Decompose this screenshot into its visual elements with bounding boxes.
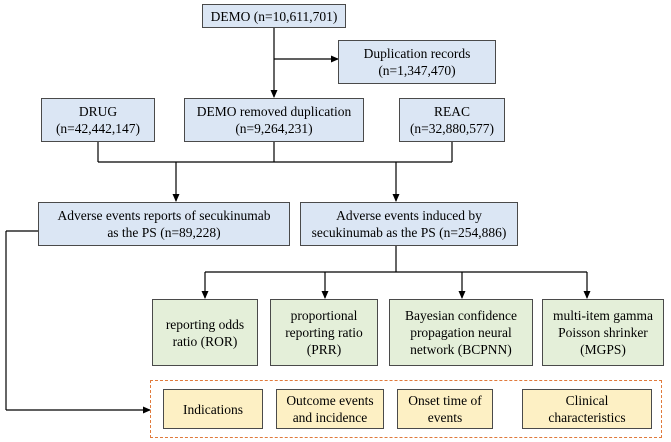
adverse-events-reports-label: Adverse events reports of secukinumab as… — [57, 208, 271, 240]
adverse-events-reports-box: Adverse events reports of secukinumab as… — [38, 202, 290, 246]
outcome-events-box: Outcome events and incidence — [276, 389, 384, 429]
clinical-outcomes-group — [150, 380, 662, 438]
method-ror-label: reporting odds ratio (ROR) — [165, 316, 245, 349]
method-ror-box: reporting odds ratio (ROR) — [152, 299, 258, 366]
indications-label: Indications — [183, 401, 243, 417]
onset-time-label: Onset time of events — [408, 393, 482, 425]
adverse-events-induced-label: Adverse events induced by secukinumab as… — [311, 208, 507, 240]
method-mgps-label: multi-item gamma Poisson shrinker (MGPS) — [552, 308, 654, 357]
drug-box: DRUG (n=42,442,147) — [41, 98, 155, 142]
demo-box: DEMO (n=10,611,701) — [202, 4, 346, 28]
outcome-events-label: Outcome events and incidence — [286, 393, 374, 425]
demo-label: DEMO (n=10,611,701) — [210, 8, 338, 24]
demo-removed-duplication-label: DEMO removed duplication (n=9,264,231) — [196, 104, 352, 136]
method-prr-label: proportional reporting ratio (PRR) — [285, 308, 363, 357]
method-mgps-box: multi-item gamma Poisson shrinker (MGPS) — [542, 299, 664, 366]
onset-time-box: Onset time of events — [397, 389, 493, 429]
method-bcpnn-box: Bayesian confidence propagation neural n… — [389, 299, 533, 366]
duplication-records-label: Duplication records (n=1,347,470) — [363, 46, 471, 78]
demo-removed-duplication-box: DEMO removed duplication (n=9,264,231) — [184, 98, 364, 142]
duplication-records-box: Duplication records (n=1,347,470) — [338, 40, 496, 84]
method-bcpnn-label: Bayesian confidence propagation neural n… — [404, 308, 518, 357]
reac-label: REAC (n=32,880,577) — [409, 104, 495, 136]
method-prr-box: proportional reporting ratio (PRR) — [270, 299, 378, 366]
indications-box: Indications — [163, 389, 263, 429]
adverse-events-induced-box: Adverse events induced by secukinumab as… — [300, 202, 518, 246]
clinical-characteristics-label: Clinical characteristics — [548, 393, 626, 425]
drug-label: DRUG (n=42,442,147) — [55, 104, 141, 136]
reac-box: REAC (n=32,880,577) — [399, 98, 505, 142]
clinical-characteristics-box: Clinical characteristics — [522, 389, 652, 429]
